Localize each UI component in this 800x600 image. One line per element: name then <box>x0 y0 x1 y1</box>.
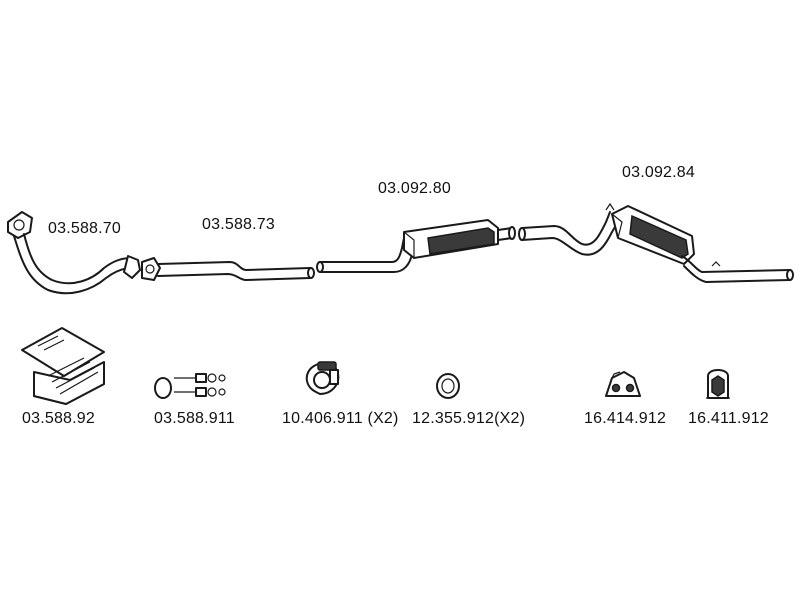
center-pipe-drawing <box>141 257 315 281</box>
rubber-hanger-b-icon <box>706 369 730 399</box>
clamp-icon <box>305 361 340 395</box>
gasket-ring-icon <box>436 373 460 399</box>
center-pipe-part-number: 03.588.73 <box>202 216 275 233</box>
bolt-set-icon <box>154 373 226 399</box>
rear-silencer-drawing <box>518 202 794 283</box>
rear-silencer-part-number: 03.092.84 <box>622 164 695 181</box>
rubber-hanger-a-part-number: 16.414.912 <box>584 410 667 427</box>
rubber-hanger-b-part-number: 16.411.912 <box>688 410 769 427</box>
mounting-kit-box-icon <box>21 327 105 405</box>
middle-silencer-drawing <box>316 219 516 273</box>
middle-silencer-part-number: 03.092.80 <box>378 180 451 197</box>
front-pipe-part-number: 03.588.70 <box>48 220 121 237</box>
front-pipe-drawing <box>7 211 141 295</box>
gasket-ring-part-number: 12.355.912(X2) <box>412 410 526 427</box>
mounting-kit-part-number: 03.588.92 <box>22 410 95 427</box>
bolt-set-part-number: 03.588.911 <box>154 410 235 427</box>
rubber-hanger-a-icon <box>605 371 641 397</box>
clamp-part-number: 10.406.911 (X2) <box>282 410 399 427</box>
